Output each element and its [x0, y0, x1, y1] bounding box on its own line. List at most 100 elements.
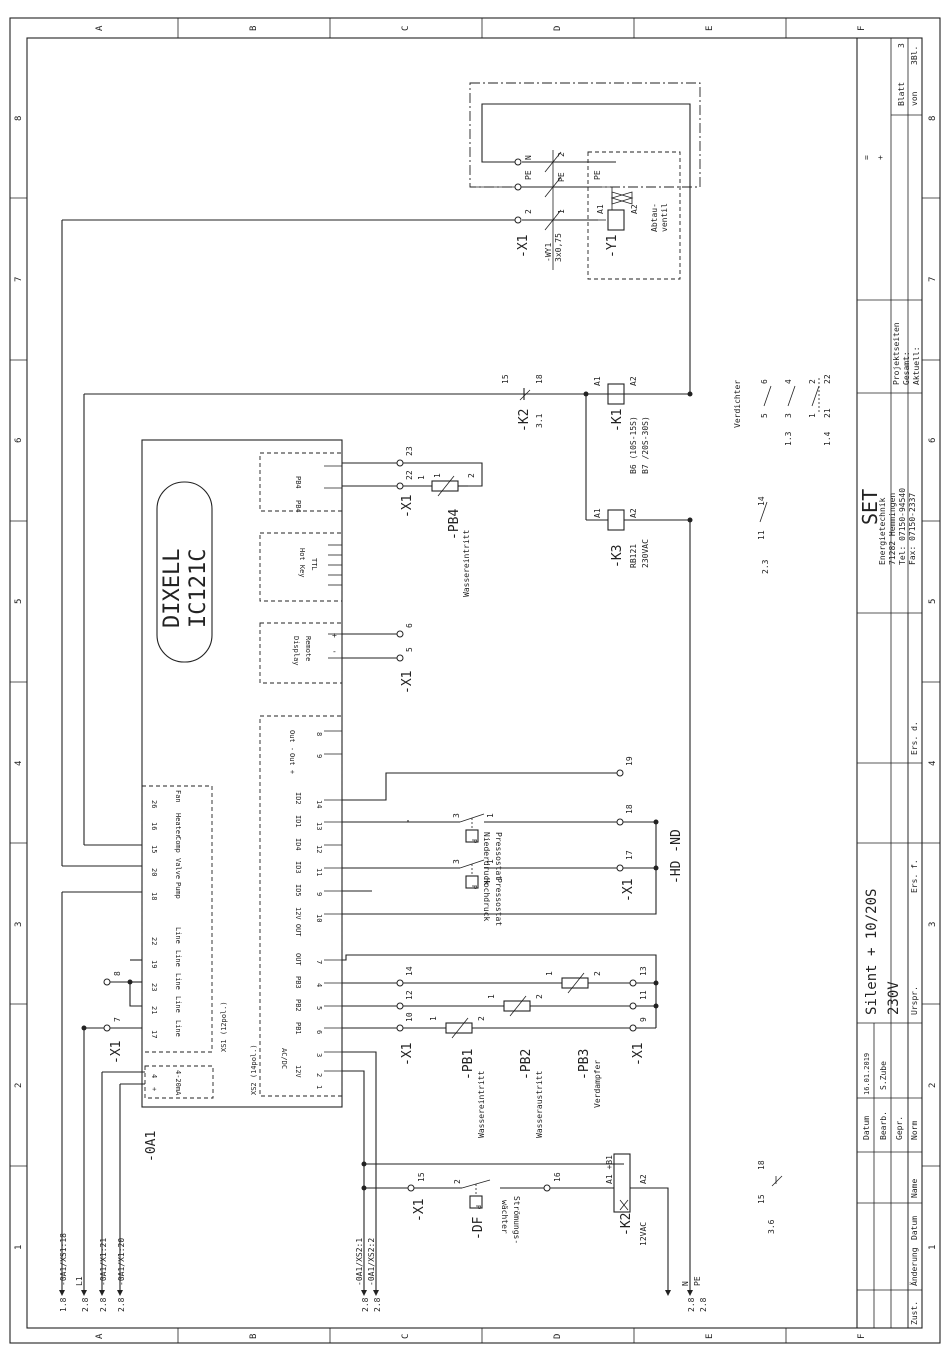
remote-x1-label: -X1: [400, 671, 415, 694]
tb-norm: Norm: [910, 1121, 919, 1140]
tb-name: Name: [910, 1179, 919, 1198]
display-label: Display: [292, 636, 300, 666]
row-label-left: 1: [14, 1245, 24, 1250]
col-label-bottom: B: [249, 1334, 259, 1339]
xs1-name: Line: [174, 927, 182, 944]
flow-term: 16: [553, 1172, 562, 1182]
xref-page: 2.8: [99, 1297, 108, 1312]
pb2-label: -PB2: [519, 1049, 534, 1080]
xs1-pin: 20: [150, 868, 158, 876]
xs1-name: Fan: [174, 790, 182, 803]
pressure-x1-label: -X1: [621, 879, 636, 902]
flow-desc-2: wächter: [500, 1200, 509, 1234]
k1-pin-a1: A1: [593, 376, 602, 386]
xs1-name: Line: [174, 1020, 182, 1037]
analog-name: 4-20mA: [174, 1070, 182, 1096]
xs1-pin: 19: [150, 960, 158, 968]
df-label: -DF: [471, 1216, 486, 1240]
remote-pin-plus: +: [332, 631, 337, 640]
k2-pin-15: 15: [501, 374, 510, 384]
wire-num: 1: [557, 209, 566, 214]
defrost-valve-section: PE N 2 2 1 PE PE A1 A2 -WY1 3x0,75 Abtau…: [61, 82, 701, 867]
hotkey-label: Hot Key: [298, 548, 306, 578]
xref-target: -0A1/XS2:2: [367, 1238, 376, 1286]
row-label-left: 6: [14, 438, 24, 443]
ttl-label: TTL: [310, 558, 318, 571]
tb-proj-pages: Projektseiten: [892, 322, 901, 385]
analog-pin-plus: +: [150, 1087, 158, 1091]
k1-contact-pin: 4: [784, 379, 793, 384]
tb-bearb-name: S.Zube: [879, 1061, 888, 1090]
k3-contact-pin: 14: [757, 496, 766, 506]
tb-project-2: 230V: [886, 981, 902, 1015]
tb-addr-4: Fax: 07150-2337: [908, 493, 917, 565]
col-label-top: F: [857, 26, 867, 31]
xs2-name: ID4: [294, 838, 302, 851]
nd-desc-1: Pressostat: [494, 832, 503, 880]
k1-contact-pin: 5: [760, 413, 769, 418]
xref-target: -0A1/XS2:1: [355, 1238, 364, 1286]
k2-pin-18: 18: [535, 374, 544, 384]
remote-pin-minus: -: [332, 647, 337, 656]
tb-eq: =: [862, 155, 871, 160]
flow-x1-label: -X1: [412, 1199, 427, 1222]
xs1-pin: 18: [150, 892, 158, 900]
k1-contact-pin: 22: [823, 374, 832, 384]
xs2-row: 3AC/DC: [280, 1048, 323, 1069]
xs1-name: Pump: [174, 882, 182, 899]
k2-ref: 3.1: [535, 413, 544, 428]
xref-target: L1: [75, 1276, 84, 1286]
xs2-row: 1: [315, 1085, 323, 1089]
nd-pin: 1: [486, 813, 495, 818]
flow-k2-pin: A2: [639, 1174, 648, 1184]
line-term: 8: [113, 971, 122, 976]
row-label-right: 2: [928, 1083, 938, 1088]
probe-section: 14 12 10 13 11 9 1 2 1 2 1 2 Wassereintr…: [342, 954, 659, 1138]
tb-current: Aktuell:: [912, 346, 921, 385]
flow-switch-section: P 15 16 2 Strömungs- wächter A1 +B1 A2 1…: [342, 520, 783, 1290]
xref-target: PE: [693, 1276, 702, 1286]
col-label-top: E: [705, 26, 715, 31]
k1-spec-2: B7 /20S-30S): [641, 416, 650, 474]
y1-pin-pe: PE: [593, 170, 602, 180]
xs2-name: PB1: [294, 1022, 302, 1035]
out-plus-label: Out +: [288, 753, 296, 774]
pb4-desc: Wassereintritt: [462, 529, 471, 597]
controller-designation: -0A1: [144, 1131, 159, 1162]
top-x1-term: 2: [524, 209, 533, 214]
row-label-right: 1: [928, 1245, 938, 1250]
col-label-bottom: C: [401, 1334, 411, 1339]
pb3-pin: 2: [593, 971, 602, 976]
tb-addr-2: 71282 Hemmingen: [888, 493, 897, 565]
out-minus-label: Out -: [288, 730, 296, 751]
controller-model: IC121C: [186, 549, 211, 628]
flow-term: 15: [417, 1172, 426, 1182]
row-label-left: 3: [14, 922, 24, 927]
wy1-spec: 3x0,75: [554, 233, 563, 262]
top-term-n: N: [524, 155, 533, 160]
pb4-term: 22: [405, 470, 414, 480]
xref-page: 2.8: [117, 1297, 126, 1312]
title-block: Blatt 3 von 3Bl. = + Projektseiten Gesam…: [856, 38, 922, 1328]
pb3-label: -PB3: [577, 1049, 592, 1080]
tb-ers-d: Ers. d.: [910, 721, 919, 755]
line-supply-section: 8 7 -X1: [61, 891, 145, 1290]
xs2-label: XS2 (14pol.): [250, 1044, 258, 1095]
hd-desc-2: Hochdruck: [482, 878, 491, 922]
valve-label-1: Abtau-: [650, 203, 659, 232]
xs2-pin: 14: [315, 800, 323, 808]
wire-num: 2: [557, 152, 566, 157]
tb-of-no: 3Bl.: [910, 46, 919, 65]
col-label-top: D: [553, 26, 563, 31]
